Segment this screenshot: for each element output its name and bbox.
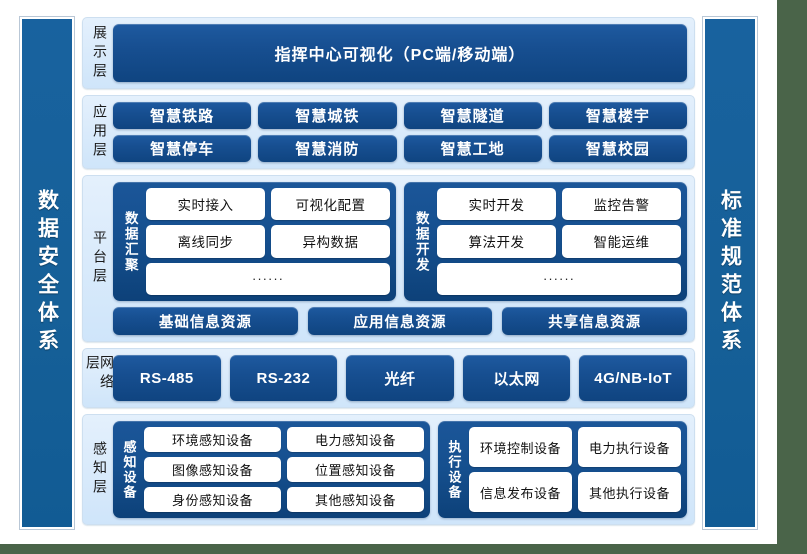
development-row-3: ······ [437, 262, 681, 295]
right-pillar-standards: 标准规范体系 [702, 16, 758, 530]
platform-groups: 数据汇聚 实时接入 可视化配置 离线同步 异构数据 [113, 182, 687, 301]
sensing-devices-grid: 环境感知设备 电力感知设备 图像感知设备 位置感知设备 身份感知设备 其他感知设… [144, 427, 424, 512]
layer-network-label: 网络层 [85, 355, 115, 401]
layer-presentation-label-text: 展示层 [92, 24, 108, 82]
aggregation-item-realtime-ingest[interactable]: 实时接入 [146, 188, 265, 221]
actuator-item-other-actuator[interactable]: 其他执行设备 [577, 472, 681, 512]
sensing-group-sensing-devices-title: 感知设备 [119, 427, 139, 512]
resource-basic-information[interactable]: 基础信息资源 [113, 307, 298, 335]
actuator-devices-row-1: 环境控制设备 电力执行设备 [468, 427, 681, 467]
app-item-smart-campus[interactable]: 智慧校园 [548, 135, 687, 162]
layer-network: 网络层 RS-485 RS-232 光纤 以太网 4G/NB-IoT [82, 348, 695, 408]
actuator-item-environment-control[interactable]: 环境控制设备 [468, 427, 572, 467]
platform-group-data-development-title-text: 数据开发 [413, 210, 429, 273]
aggregation-item-visual-config[interactable]: 可视化配置 [271, 188, 390, 221]
platform-group-data-aggregation-grid: 实时接入 可视化配置 离线同步 异构数据 ······ [146, 188, 390, 295]
presentation-command-center-box[interactable]: 指挥中心可视化（PC端/移动端） [113, 24, 687, 82]
network-item-rs232[interactable]: RS-232 [229, 355, 338, 401]
actuator-item-information-release[interactable]: 信息发布设备 [468, 472, 572, 512]
network-item-optical-fiber[interactable]: 光纤 [346, 355, 454, 401]
development-item-realtime-dev[interactable]: 实时开发 [437, 188, 556, 221]
network-item-rs485[interactable]: RS-485 [113, 355, 221, 401]
actuator-devices-grid: 环境控制设备 电力执行设备 信息发布设备 其他执行设备 [468, 427, 681, 512]
application-row-2: 智慧停车 智慧消防 智慧工地 智慧校园 [113, 135, 687, 162]
actuator-devices-row-2: 信息发布设备 其他执行设备 [468, 472, 681, 512]
network-items-row: RS-485 RS-232 光纤 以太网 4G/NB-IoT [113, 355, 687, 401]
layer-stack: 展示层 指挥中心可视化（PC端/移动端） 应用层 智慧铁路 智慧城铁 智慧隧道 … [82, 17, 695, 529]
left-pillar-data-security: 数据安全体系 [19, 16, 75, 530]
resource-application-information[interactable]: 应用信息资源 [307, 307, 493, 335]
aggregation-item-more-placeholder[interactable]: ······ [146, 262, 390, 295]
sensing-group-sensing-devices: 感知设备 环境感知设备 电力感知设备 图像感知设备 位置感知设备 [113, 421, 430, 518]
aggregation-item-heterogeneous-data[interactable]: 异构数据 [271, 225, 390, 258]
platform-group-data-aggregation-title: 数据汇聚 [119, 188, 141, 295]
layer-network-body: RS-485 RS-232 光纤 以太网 4G/NB-IoT [113, 355, 687, 401]
aggregation-row-3: ······ [146, 262, 390, 295]
aggregation-item-offline-sync[interactable]: 离线同步 [146, 225, 265, 258]
sensing-item-identity-sensor[interactable]: 身份感知设备 [144, 487, 281, 512]
development-item-monitoring-alarm[interactable]: 监控告警 [562, 188, 681, 221]
platform-group-data-aggregation-title-text: 数据汇聚 [122, 210, 138, 273]
app-item-smart-tunnel[interactable]: 智慧隧道 [403, 102, 542, 129]
layer-sensing-body: 感知设备 环境感知设备 电力感知设备 图像感知设备 位置感知设备 [113, 421, 687, 518]
sensing-item-power-sensor[interactable]: 电力感知设备 [286, 427, 424, 452]
layer-platform-body: 数据汇聚 实时接入 可视化配置 离线同步 异构数据 [113, 182, 688, 335]
platform-group-data-aggregation: 数据汇聚 实时接入 可视化配置 离线同步 异构数据 [113, 182, 396, 301]
app-item-smart-parking[interactable]: 智慧停车 [113, 135, 252, 162]
sensing-item-location-sensor[interactable]: 位置感知设备 [286, 457, 424, 482]
layer-sensing-label: 感知层 [87, 421, 113, 518]
layer-sensing-label-text: 感知层 [92, 441, 108, 498]
development-item-intelligent-ops[interactable]: 智能运维 [562, 225, 681, 258]
left-pillar-label: 数据安全体系 [35, 189, 59, 357]
layer-platform-label: 平台层 [87, 182, 113, 335]
layer-presentation-body: 指挥中心可视化（PC端/移动端） [113, 24, 687, 82]
layer-platform: 平台层 数据汇聚 实时接入 可视化配置 [82, 175, 695, 342]
app-item-smart-metro[interactable]: 智慧城铁 [258, 102, 397, 129]
platform-group-data-development-grid: 实时开发 监控告警 算法开发 智能运维 ······ [437, 188, 681, 295]
resource-shared-information[interactable]: 共享信息资源 [502, 307, 688, 335]
platform-resource-row: 基础信息资源 应用信息资源 共享信息资源 [113, 307, 688, 335]
sensing-group-sensing-devices-title-text: 感知设备 [121, 439, 137, 500]
development-item-algorithm-dev[interactable]: 算法开发 [437, 225, 556, 258]
layer-platform-label-text: 平台层 [92, 230, 108, 287]
app-item-smart-firefighting[interactable]: 智慧消防 [258, 135, 397, 162]
network-item-ethernet[interactable]: 以太网 [462, 355, 571, 401]
layer-sensing: 感知层 感知设备 环境感知设备 电力感知设备 [82, 414, 695, 525]
platform-group-data-development: 数据开发 实时开发 监控告警 算法开发 智能运维 [404, 182, 687, 301]
sensing-groups: 感知设备 环境感知设备 电力感知设备 图像感知设备 位置感知设备 [113, 421, 687, 518]
layer-presentation: 展示层 指挥中心可视化（PC端/移动端） [82, 17, 695, 89]
development-row-1: 实时开发 监控告警 [437, 188, 681, 221]
sensing-devices-row-3: 身份感知设备 其他感知设备 [144, 487, 424, 512]
application-row-1: 智慧铁路 智慧城铁 智慧隧道 智慧楼宇 [113, 102, 687, 129]
sensing-group-actuator-devices-title-text: 执行设备 [446, 439, 462, 500]
app-item-smart-railway[interactable]: 智慧铁路 [113, 102, 252, 129]
app-item-smart-building[interactable]: 智慧楼宇 [548, 102, 687, 129]
layer-presentation-label: 展示层 [87, 24, 113, 82]
architecture-frame: 数据安全体系 展示层 指挥中心可视化（PC端/移动端） 应用层 [19, 16, 758, 530]
sensing-devices-row-1: 环境感知设备 电力感知设备 [144, 427, 424, 452]
sensing-item-image-sensor[interactable]: 图像感知设备 [144, 457, 281, 482]
right-pillar-label: 标准规范体系 [718, 189, 742, 357]
layer-application-body: 智慧铁路 智慧城铁 智慧隧道 智慧楼宇 智慧停车 智慧消防 智慧工地 智慧校园 [113, 102, 687, 162]
layer-network-label-text: 网络层 [85, 355, 115, 393]
sensing-group-actuator-devices: 执行设备 环境控制设备 电力执行设备 信息发布设备 其他执行设备 [437, 421, 687, 518]
platform-group-data-development-title: 数据开发 [410, 188, 432, 295]
layer-application-label: 应用层 [87, 102, 113, 162]
development-item-more-placeholder[interactable]: ······ [437, 262, 681, 295]
sensing-item-other-sensor[interactable]: 其他感知设备 [286, 487, 424, 512]
sensing-group-actuator-devices-title: 执行设备 [444, 427, 464, 512]
aggregation-row-2: 离线同步 异构数据 [146, 225, 390, 258]
diagram-canvas: 数据安全体系 展示层 指挥中心可视化（PC端/移动端） 应用层 [0, 0, 777, 544]
development-row-2: 算法开发 智能运维 [437, 225, 681, 258]
layer-application: 应用层 智慧铁路 智慧城铁 智慧隧道 智慧楼宇 智慧停车 智慧消防 智慧工地 智… [82, 95, 695, 169]
network-item-4g-nbiot[interactable]: 4G/NB-IoT [579, 355, 687, 401]
app-item-smart-construction-site[interactable]: 智慧工地 [403, 135, 542, 162]
aggregation-row-1: 实时接入 可视化配置 [146, 188, 390, 221]
layer-application-label-text: 应用层 [92, 103, 108, 161]
sensing-devices-row-2: 图像感知设备 位置感知设备 [144, 457, 424, 482]
sensing-item-environment-sensor[interactable]: 环境感知设备 [144, 427, 281, 452]
actuator-item-power-actuator[interactable]: 电力执行设备 [577, 427, 681, 467]
